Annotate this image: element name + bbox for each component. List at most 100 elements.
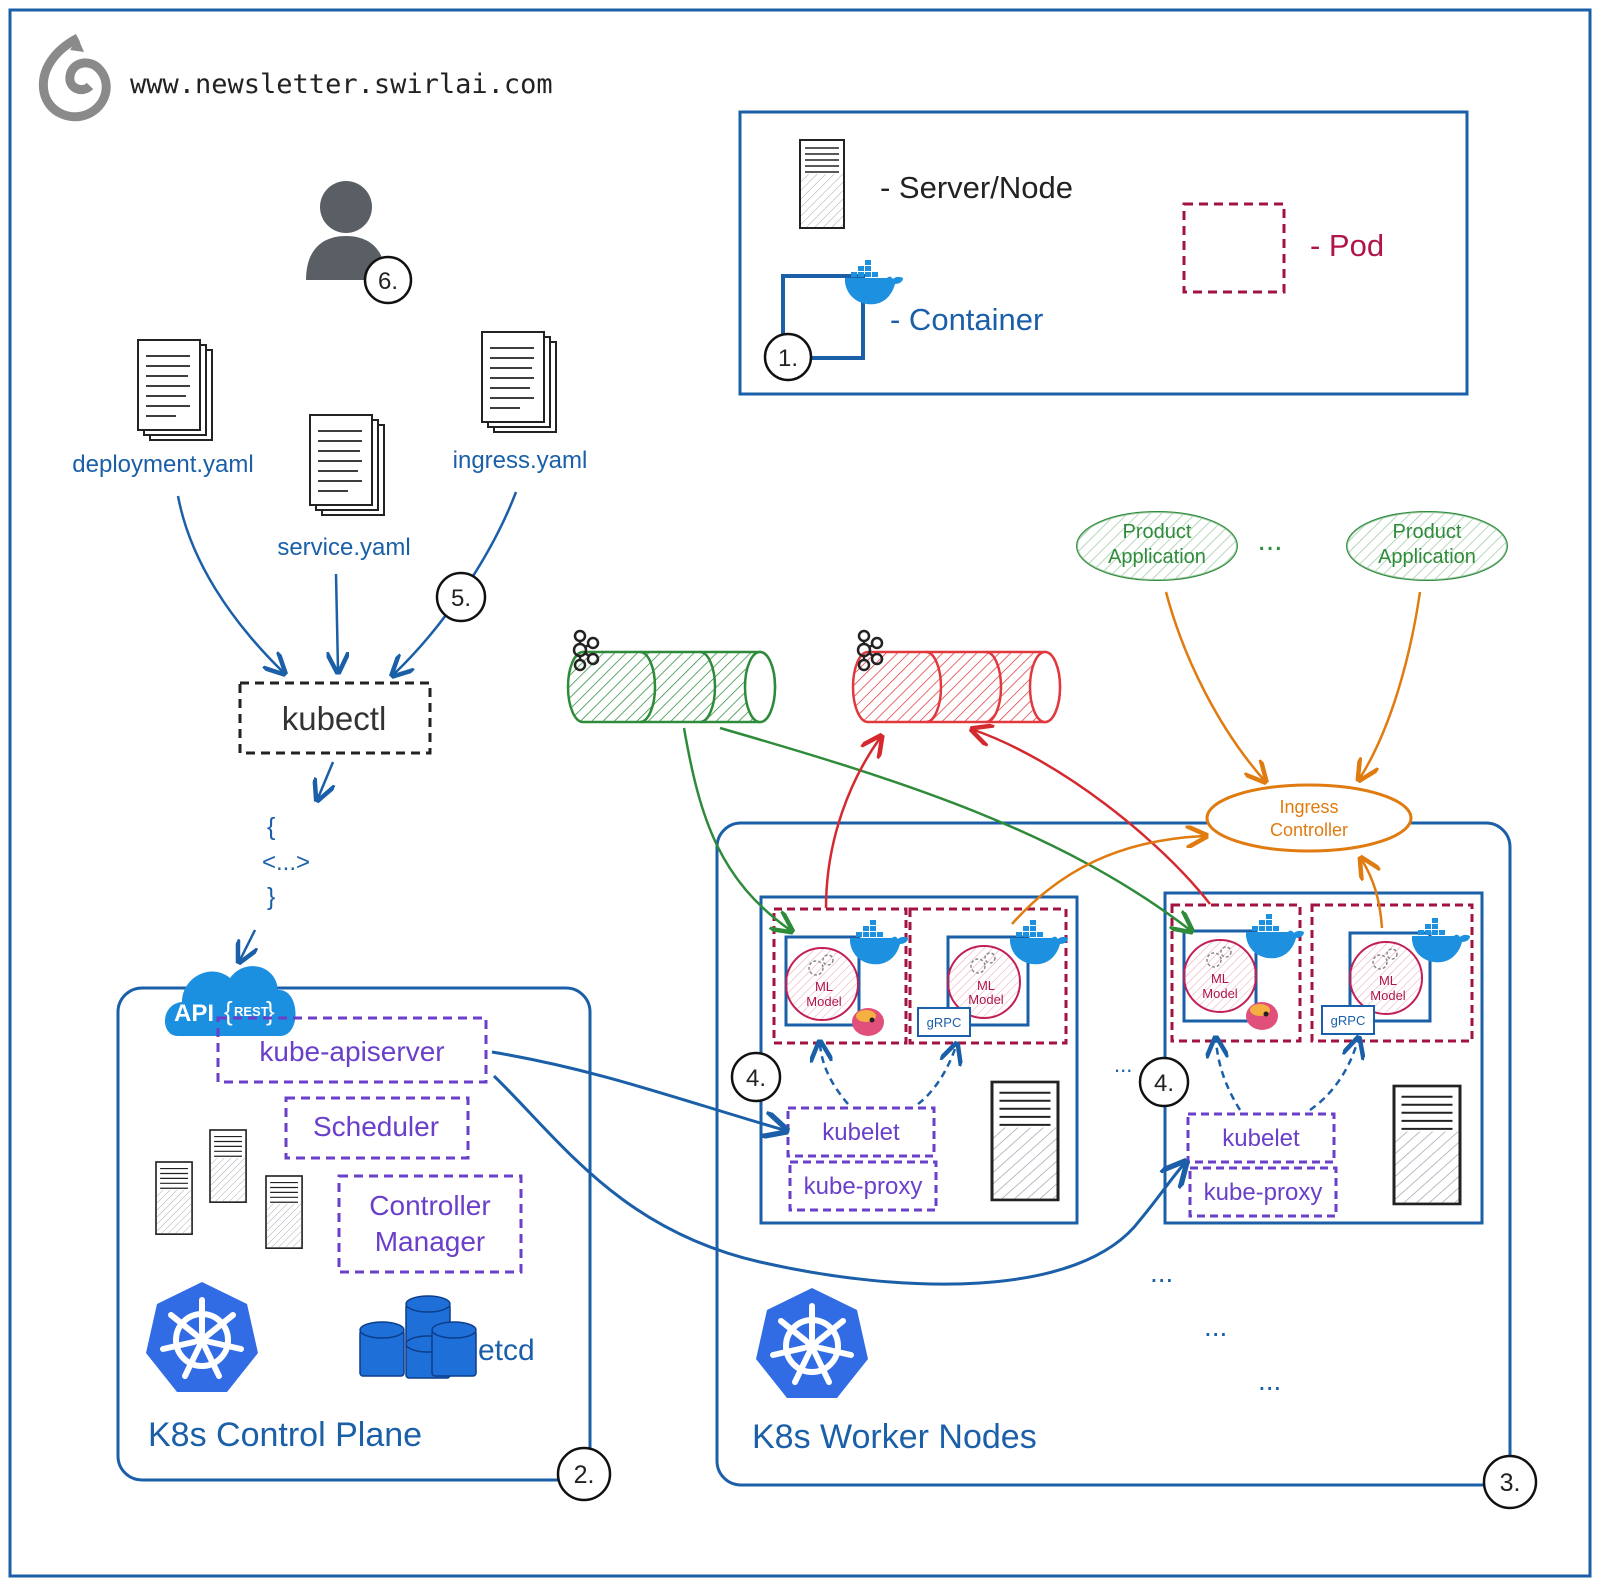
node2-kube-proxy-box: [1188, 1166, 1338, 1218]
node1-grpc-badge: [917, 1007, 971, 1037]
kafka-topic-red: [851, 650, 1062, 724]
pod-to-ingress-arrow-2: [1362, 860, 1384, 929]
etcd-icon: [359, 1295, 477, 1379]
kafka-topic-green: [566, 650, 777, 724]
node2-kube-proxy-label: kube-proxy: [1204, 1179, 1323, 1206]
api-label: API: [174, 1000, 214, 1027]
node1-kube-proxy-label: kube-proxy: [804, 1173, 923, 1200]
node1-model2-line1: ML: [977, 978, 995, 993]
node1-kubelet-arrow-1: [820, 1044, 849, 1105]
api-brace-open: {: [224, 996, 233, 1026]
payload-open: {: [267, 813, 275, 841]
node2-kubelet-box: [1186, 1112, 1336, 1164]
node1-pod-2: [908, 907, 1068, 1045]
apiserver-to-node1-arrow: [491, 1050, 784, 1130]
legend-box: [738, 110, 1469, 396]
user-marker-text: 6.: [378, 268, 398, 295]
outer-frame: [8, 8, 1592, 1578]
legend-server-label: - Server/Node: [880, 170, 1073, 205]
node2-model2-line1: ML: [1379, 973, 1397, 988]
container-marker-text: 1.: [778, 345, 798, 372]
k8s-logo-worker: [756, 1288, 868, 1398]
api-rest-label: REST: [234, 1004, 269, 1019]
control-server-icon-2: [209, 1129, 247, 1203]
product-app-1-overlay: [1077, 512, 1237, 580]
ingress-controller: [1205, 783, 1413, 853]
apiserver-to-node2-arrow: [492, 1074, 1184, 1286]
manifest-marker-text: 5.: [451, 585, 471, 612]
ingress-file-icon: [481, 331, 557, 433]
kubectl-arrow: [318, 761, 333, 798]
product-app-2-line2: Application: [1378, 546, 1476, 568]
worker-ellipsis-3: ...: [1258, 1365, 1281, 1396]
node1-grpc-label: gRPC: [927, 1015, 962, 1030]
node2-grpc-label: gRPC: [1331, 1013, 1366, 1028]
node1-kube-proxy-box: [788, 1160, 938, 1212]
controller-manager-box: [337, 1174, 523, 1274]
node1-kubelet-label: kubelet: [822, 1119, 900, 1146]
k8s-logo-control: [146, 1282, 258, 1392]
scheduler-box: [284, 1096, 470, 1160]
node2-kubelet-label: kubelet: [1222, 1125, 1300, 1152]
control-plane-title: K8s Control Plane: [148, 1416, 422, 1454]
node2-pod-2: [1310, 903, 1474, 1043]
node2-docker-icon-1: [1246, 914, 1304, 959]
node2-kubelet-arrow-1: [1216, 1040, 1242, 1111]
node1-docker-icon-2: [1010, 920, 1068, 965]
node1-docker-icon-1: [850, 920, 908, 965]
deployment-file-icon: [137, 339, 213, 441]
product-app-2-overlay: [1347, 512, 1507, 580]
node2-marker-text: 4.: [1154, 1070, 1174, 1097]
control-plane-box: [116, 986, 592, 1482]
swirlai-logo: [38, 34, 111, 122]
app1-to-ingress-arrow: [1164, 591, 1264, 780]
kubectl-box: [238, 681, 432, 755]
service-arrow: [336, 573, 338, 670]
site-url: www.newsletter.swirlai.com: [130, 69, 553, 100]
node2-model2-line2: Model: [1370, 988, 1406, 1003]
deployment-file-label: deployment.yaml: [72, 451, 253, 478]
node1-marker: [730, 1051, 782, 1103]
node1-mascot-icon: [852, 1008, 884, 1036]
product-app-1-line1: Product: [1123, 521, 1192, 543]
node1-model2-line2: Model: [968, 992, 1004, 1007]
legend-pod-icon: [1182, 202, 1286, 294]
worker-nodes-marker: [1482, 1454, 1538, 1510]
pod-to-ingress-arrow-1: [1011, 836, 1204, 925]
node1-marker-text: 4.: [746, 1065, 766, 1092]
payload-close: }: [267, 883, 275, 911]
between-nodes-ellipsis: ...: [1114, 1052, 1132, 1077]
node2-marker: [1138, 1056, 1190, 1108]
node1-server-icon: [990, 1080, 1060, 1202]
node2-model1-line1: ML: [1211, 971, 1229, 986]
kubectl-label: kubectl: [282, 700, 387, 737]
control-server-icon-3: [265, 1175, 303, 1249]
legend-docker-icon: [845, 260, 903, 305]
user-marker: [363, 255, 413, 305]
worker-ellipsis-1: ...: [1150, 1257, 1173, 1288]
node1-model1-line1: ML: [815, 979, 833, 994]
controller-label: Controller: [369, 1190, 490, 1221]
deployment-arrow: [176, 495, 283, 672]
user-icon: [306, 181, 386, 280]
node1-pod-1: [772, 907, 908, 1045]
api-brace-close: }: [266, 996, 275, 1026]
legend-container-label: - Container: [890, 302, 1043, 337]
worker-nodes-marker-text: 3.: [1500, 1469, 1521, 1497]
ingress-file-label: ingress.yaml: [453, 447, 588, 474]
node2-kubelet-arrow-2: [1309, 1040, 1358, 1112]
node2-docker-icon-2: [1412, 918, 1470, 963]
product-app-ellipsis: ...: [1257, 524, 1282, 557]
worker-nodes-title: K8s Worker Nodes: [752, 1418, 1037, 1456]
worker-nodes-box: [715, 821, 1512, 1487]
manager-label: Manager: [375, 1226, 486, 1257]
ingress-line2: Controller: [1270, 820, 1348, 840]
container-marker: [763, 332, 813, 382]
payload-arrow: [240, 929, 255, 960]
control-plane-marker: [556, 1446, 612, 1502]
node2-pod-1: [1170, 903, 1302, 1043]
product-app-1-line2: Application: [1108, 546, 1206, 568]
green-topic-to-node2-arrow: [719, 726, 1190, 930]
node1-kubelet-arrow-2: [917, 1046, 956, 1105]
